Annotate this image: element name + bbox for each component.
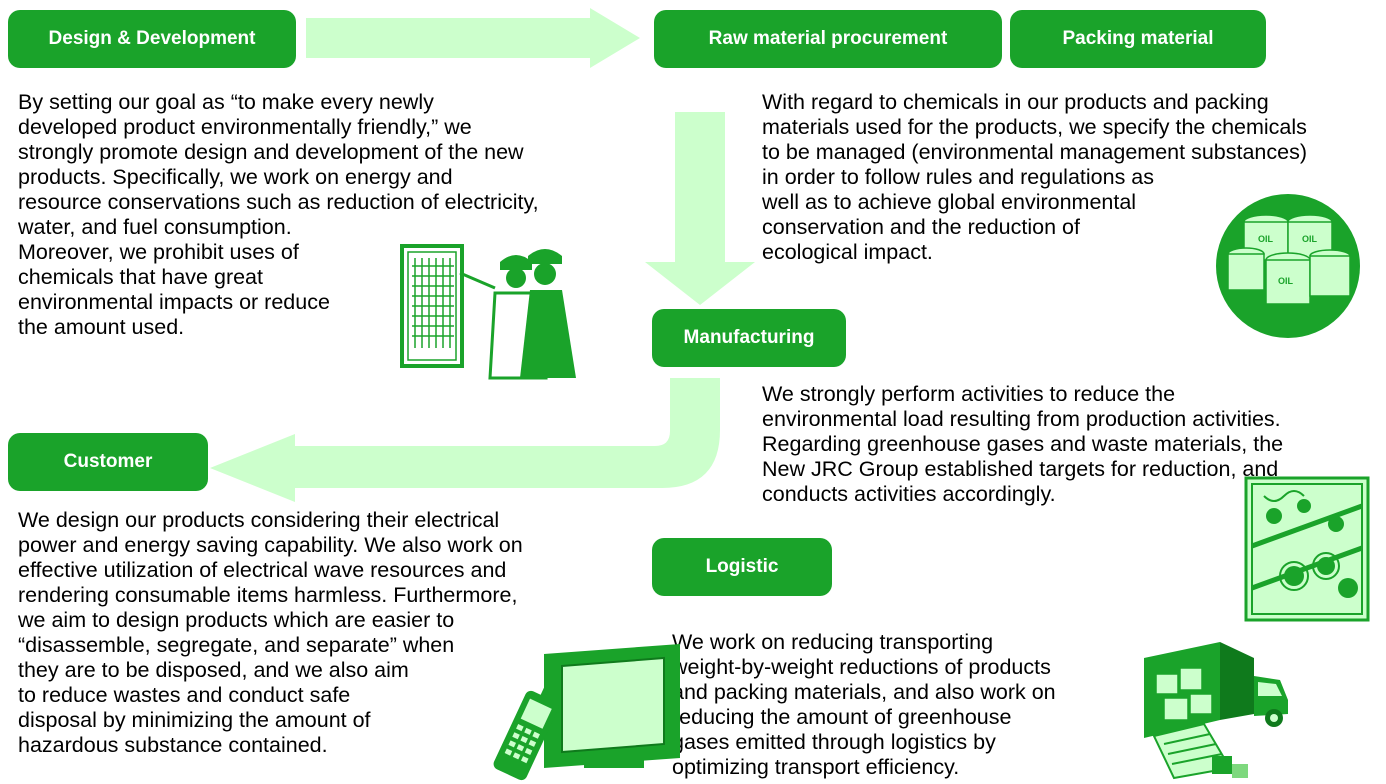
text-line: rendering consumable items harmless. Fur… [18, 583, 518, 607]
text-line: we aim to design products which are easi… [18, 608, 455, 632]
text-design: By setting our goal as “to make every ne… [18, 90, 539, 340]
stage-packing: Packing material [1010, 10, 1266, 68]
text-customer: We design our products considering their… [18, 508, 523, 758]
text-line: “disassemble, segregate, and separate” w… [18, 633, 455, 657]
text-logistic: We work on reducing transporting weight-… [672, 630, 1056, 780]
text-line: ecological impact. [762, 240, 933, 264]
text-line: conservation and the reduction of [762, 215, 1080, 239]
stage-raw-material: Raw material procurement [654, 10, 1002, 68]
factory-icon [1244, 476, 1370, 622]
arrow-design-to-raw [306, 8, 640, 68]
text-line: materials used for the products, we spec… [762, 115, 1307, 139]
arrow-raw-to-manufacturing [645, 112, 755, 305]
delivery-truck-icon [1144, 642, 1288, 780]
text-line: reducing the amount of greenhouse [672, 705, 1012, 729]
text-line: the amount used. [18, 315, 185, 339]
text-line: environmental load resulting from produc… [762, 407, 1281, 431]
text-line: weight-by-weight reductions of products [672, 655, 1051, 679]
text-line: hazardous substance contained. [18, 733, 328, 757]
text-line: well as to achieve global environmental [762, 190, 1137, 214]
text-line: With regard to chemicals in our products… [762, 90, 1269, 114]
text-line: chemicals that have great [18, 265, 263, 289]
phone-tv-icon [493, 644, 680, 781]
drum-label: OIL [1258, 234, 1274, 244]
text-raw-material: With regard to chemicals in our products… [762, 90, 1307, 265]
arrow-manufacturing-to-customer [210, 378, 720, 502]
oil-drums-icon: OIL OIL OIL [1216, 194, 1360, 338]
text-line: Regarding greenhouse gases and waste mat… [762, 432, 1284, 456]
text-line: New JRC Group established targets for re… [762, 457, 1279, 481]
text-line: We design our products considering their… [18, 508, 500, 532]
stage-manufacturing: Manufacturing [652, 309, 846, 367]
engineers-icon [400, 244, 576, 380]
text-line: to reduce wastes and conduct safe [18, 683, 351, 707]
text-line: By setting our goal as “to make every ne… [18, 90, 434, 114]
text-line: We work on reducing transporting [672, 630, 994, 654]
stage-design: Design & Development [8, 10, 296, 68]
drum-label: OIL [1278, 276, 1294, 286]
text-line: optimizing transport efficiency. [672, 755, 960, 779]
stage-customer: Customer [8, 433, 208, 491]
text-line: disposal by minimizing the amount of [18, 708, 371, 732]
text-line: in order to follow rules and regulations… [762, 165, 1154, 189]
text-line: effective utilization of electrical wave… [18, 558, 507, 582]
text-line: gases emitted through logistics by [672, 730, 996, 754]
text-line: to be managed (environmental management … [762, 140, 1307, 164]
text-line: strongly promote design and development … [18, 140, 524, 164]
text-line: resource conservations such as reduction… [18, 190, 539, 214]
text-line: Moreover, we prohibit uses of [18, 240, 299, 264]
text-line: conducts activities accordingly. [762, 482, 1056, 506]
text-manufacturing: We strongly perform activities to reduce… [762, 382, 1283, 507]
stage-logistic: Logistic [652, 538, 832, 596]
text-line: environmental impacts or reduce [18, 290, 330, 314]
text-line: products. Specifically, we work on energ… [18, 165, 453, 189]
text-line: they are to be disposed, and we also aim [18, 658, 409, 682]
text-line: water, and fuel consumption. [18, 215, 292, 239]
drum-label: OIL [1302, 234, 1318, 244]
text-line: and packing materials, and also work on [672, 680, 1056, 704]
text-line: power and energy saving capability. We a… [18, 533, 523, 557]
text-line: We strongly perform activities to reduce… [762, 382, 1176, 406]
text-line: developed product environmentally friend… [18, 115, 472, 139]
